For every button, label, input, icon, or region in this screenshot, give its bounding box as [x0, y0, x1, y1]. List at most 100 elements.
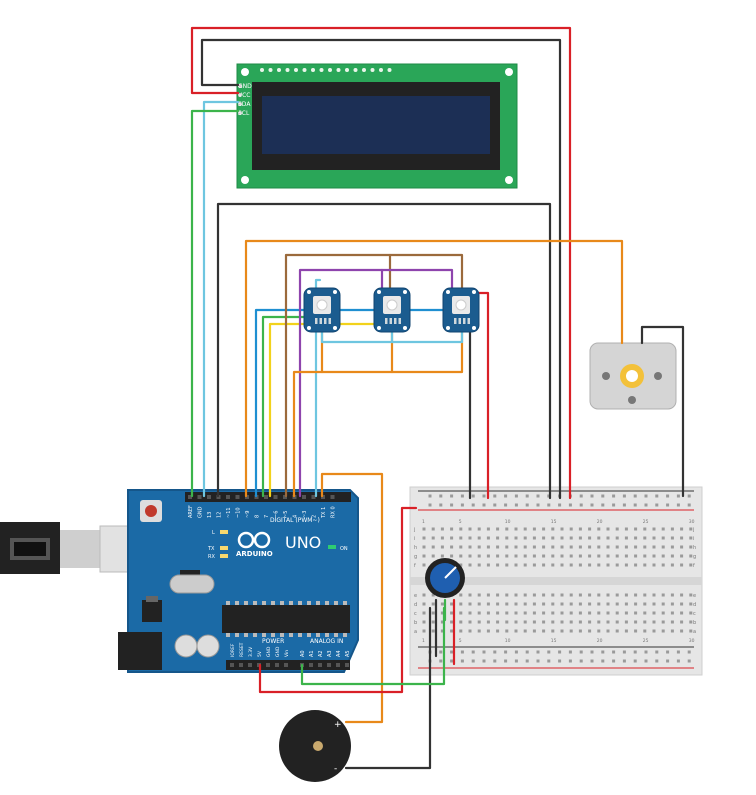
digital-pin-label: 7: [264, 515, 270, 518]
digital-pin-hole[interactable]: [235, 495, 240, 499]
potentiometer: [425, 558, 465, 598]
digital-pin-holes: [188, 495, 335, 499]
wire-orange-motor: [244, 239, 624, 498]
breadboard-row-letter: d: [693, 602, 696, 608]
power-pin-hole[interactable]: [230, 663, 234, 667]
digital-pin-hole[interactable]: [321, 495, 325, 499]
wire-lightblue-rgb: [314, 278, 322, 498]
breadboard-column-number: 25: [643, 638, 649, 644]
power-pin-hole[interactable]: [248, 663, 252, 667]
breadboard-column-number: 30: [689, 519, 695, 525]
wire-brown-rgb-2: [388, 253, 464, 292]
breadboard-column-number: 15: [551, 638, 557, 644]
digital-pin-hole[interactable]: [302, 495, 306, 499]
breadboard-column-number: 1: [422, 638, 425, 644]
digital-pwm-label: DIGITAL (PWM~): [270, 517, 320, 524]
wire-orange-rgb-1: [292, 328, 324, 498]
breadboard-row-letter: b: [693, 620, 696, 626]
digital-pin-hole[interactable]: [283, 495, 287, 499]
breadboard-column-number: 5: [459, 638, 462, 644]
breadboard-row-letter: d: [414, 602, 417, 608]
rgb-led-modules: [303, 287, 480, 333]
lcd-pin[interactable]: [238, 102, 242, 106]
power-pin-hole[interactable]: [275, 663, 279, 667]
digital-pin-label: 2: [312, 515, 318, 518]
breadboard-row-letter: h: [693, 545, 696, 551]
wire-lightblue-loop-2: [390, 328, 464, 344]
led-label-l: L: [212, 530, 215, 536]
wire-buzzer-gnd: [344, 606, 432, 770]
breadboard-row-letter: h: [414, 545, 417, 551]
analog-pin-label: A0: [300, 650, 306, 657]
wire-rgb-black: [460, 328, 472, 500]
digital-pin-label: ~6: [274, 511, 280, 518]
analog-pin-hole[interactable]: [309, 663, 313, 667]
power-pin-label: 3.3V: [248, 646, 254, 657]
breadboard-row-letter: i: [693, 536, 694, 542]
lcd-pin-label: VCC: [238, 92, 250, 99]
power-pin-label: IOREF: [230, 643, 236, 657]
digital-pin-hole[interactable]: [254, 495, 259, 499]
analog-pin-hole[interactable]: [336, 663, 340, 667]
breadboard-column-number: 5: [459, 519, 462, 525]
breadboard-power-rails: [418, 490, 694, 669]
digital-pin-hole[interactable]: [226, 495, 230, 499]
digital-pin-label: ~5: [283, 511, 289, 518]
digital-pin-label: 4: [293, 515, 299, 518]
wire-lcd-gnd: [200, 38, 562, 500]
breadboard-row-letter: a: [693, 629, 696, 635]
on-label: ON: [340, 546, 348, 552]
arduino-logo-text: ARDUINO: [236, 550, 273, 558]
breadboard-column-number: 30: [689, 638, 695, 644]
wires: [190, 26, 685, 770]
rgb-led-module-1: [303, 287, 341, 333]
breadboard-column-number: 20: [597, 638, 603, 644]
lcd-screen: [262, 96, 490, 154]
breadboard-row-letter: a: [414, 629, 417, 635]
digital-pin-hole[interactable]: [197, 495, 202, 499]
digital-pin-hole[interactable]: [245, 495, 249, 499]
power-pin-hole[interactable]: [284, 663, 288, 667]
breadboard-row-letter: e: [414, 593, 417, 599]
analog-pin-hole[interactable]: [318, 663, 322, 667]
wire-purple-rgb-1: [298, 268, 384, 498]
power-pin-hole[interactable]: [266, 663, 270, 667]
digital-pin-label: GND: [198, 506, 204, 518]
digital-pin-hole[interactable]: [264, 495, 268, 499]
digital-pin-label: 12: [217, 512, 223, 518]
power-pin-hole[interactable]: [239, 663, 243, 667]
lcd-pin[interactable]: [238, 111, 242, 115]
arduino-logo: ARDUINO UNO: [236, 531, 321, 558]
digital-pin-hole[interactable]: [330, 495, 335, 499]
digital-pin-label: ~3: [302, 511, 308, 518]
led-label-tx: TX: [207, 546, 215, 552]
breadboard-row-letter: f: [693, 563, 695, 569]
digital-pin-hole[interactable]: [207, 495, 211, 499]
digital-pin-hole[interactable]: [216, 495, 221, 499]
breadboard-center-channel: [410, 577, 702, 585]
buzzer-minus-label: -: [334, 764, 337, 774]
power-pin-label: Vin: [284, 650, 290, 657]
wire-orange-rgb-2: [320, 328, 394, 374]
analog-pin-hole[interactable]: [327, 663, 331, 667]
power-pin-label: GND: [266, 646, 272, 657]
breadboard-row-letter: c: [414, 611, 417, 617]
digital-pin-label: RX 0: [331, 506, 337, 518]
breadboard-column-number: 10: [505, 638, 511, 644]
breadboard-column-number: 15: [551, 519, 557, 525]
digital-pin-hole[interactable]: [311, 495, 316, 499]
lcd-pin[interactable]: [238, 93, 242, 97]
breadboard-row-letter: e: [693, 593, 696, 599]
rgb-led-module-2: [373, 287, 411, 333]
wire-purple-rgb-2: [380, 268, 454, 292]
wire-5v-breadboard: [258, 506, 418, 694]
digital-pin-hole[interactable]: [188, 495, 192, 499]
digital-pin-hole[interactable]: [292, 495, 297, 499]
digital-pin-hole[interactable]: [273, 495, 278, 499]
analog-pin-hole[interactable]: [345, 663, 349, 667]
